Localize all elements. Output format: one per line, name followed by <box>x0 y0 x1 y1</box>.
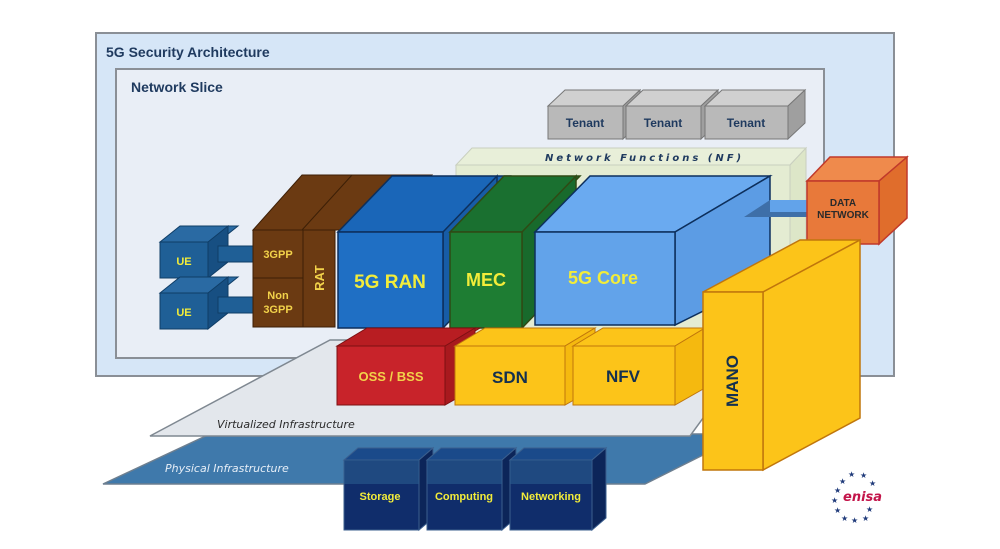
svg-text:★: ★ <box>834 506 841 515</box>
computing-label: Computing <box>435 491 493 503</box>
svg-text:★: ★ <box>831 496 838 505</box>
svg-text:★: ★ <box>851 516 858 525</box>
physical-infrastructure-label: Physical Infrastructure <box>165 462 289 475</box>
enisa-logo-text: enisa <box>843 490 882 505</box>
mano-block: MANO <box>702 238 861 472</box>
ue-box: UE <box>158 275 259 331</box>
svg-text:★: ★ <box>860 471 867 480</box>
5g-core-label: 5G Core <box>568 268 638 288</box>
computing-box: Computing <box>425 446 518 532</box>
ue-box: UE <box>158 224 259 280</box>
enisa-logo: ★★★ ★★★ ★★★ ★★ enisa <box>831 470 882 525</box>
svg-text:★: ★ <box>862 514 869 523</box>
data-network-label-line2: NETWORK <box>817 210 869 221</box>
tenant-box: Tenant <box>624 88 720 141</box>
svg-text:★: ★ <box>841 514 848 523</box>
mec-label: MEC <box>466 270 506 290</box>
rat-block: 3GPP Non 3GPP RAT <box>251 174 434 328</box>
storage-box: Storage <box>342 446 435 532</box>
non-3gpp-label-line2: 3GPP <box>263 304 292 316</box>
ue-label: UE <box>176 256 191 268</box>
svg-text:★: ★ <box>834 486 841 495</box>
5g-ran-label: 5G RAN <box>354 272 426 293</box>
nf-label: Network Functions (NF) <box>545 153 744 164</box>
data-network-box: DATA NETWORK <box>805 155 909 246</box>
tenant-label: Tenant <box>727 116 765 130</box>
data-network-link-top <box>770 200 812 212</box>
architecture-title: 5G Security Architecture <box>106 44 270 60</box>
mano-label: MANO <box>723 355 742 407</box>
eu-stars-icon: ★★★ ★★★ ★★★ ★★ <box>831 470 876 525</box>
networking-box: Networking <box>508 446 608 532</box>
5g-core-block: 5G Core <box>533 174 773 327</box>
svg-text:★: ★ <box>848 470 855 479</box>
tenant-label: Tenant <box>566 116 604 130</box>
tenant-label: Tenant <box>644 116 682 130</box>
sdn-label: SDN <box>492 368 528 387</box>
nfv-block: NFV <box>571 327 707 406</box>
virtualized-infrastructure-label: Virtualized Infrastructure <box>217 418 355 431</box>
networking-label: Networking <box>521 491 581 503</box>
tenant-box: Tenant <box>703 88 807 141</box>
storage-label: Storage <box>360 491 401 503</box>
svg-text:★: ★ <box>869 479 876 488</box>
data-network-label-line1: DATA <box>830 198 856 209</box>
svg-text:★: ★ <box>866 505 873 514</box>
nfv-label: NFV <box>606 367 641 386</box>
ue-label: UE <box>176 307 191 319</box>
oss-bss-label: OSS / BSS <box>358 369 423 384</box>
3gpp-label: 3GPP <box>263 249 292 261</box>
rat-label: RAT <box>312 265 327 291</box>
non-3gpp-label-line1: Non <box>267 290 289 302</box>
svg-text:★: ★ <box>839 477 846 486</box>
network-slice-title: Network Slice <box>131 79 223 95</box>
